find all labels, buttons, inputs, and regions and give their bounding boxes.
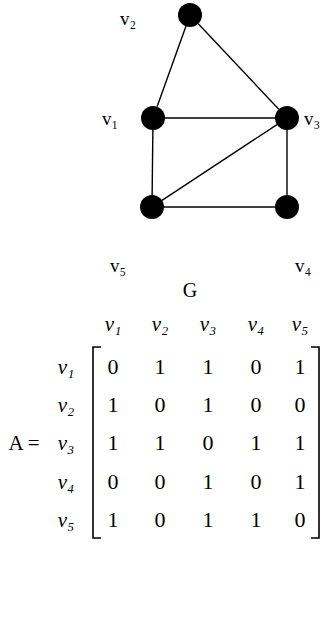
vertex-label: v₁ (102, 109, 118, 128)
graph-vertex: v₅ (140, 195, 164, 219)
matrix-cell: 0 (203, 432, 214, 454)
graph-vertex: v₂ (178, 3, 202, 27)
matrix-cell: 1 (251, 509, 262, 531)
matrix-name: A = (8, 433, 39, 454)
matrix-cell: 1 (155, 356, 166, 378)
graph-edge (162, 125, 277, 201)
matrix-cell: 0 (251, 356, 262, 378)
matrix-cell: 1 (295, 432, 306, 454)
matrix-cell: 0 (295, 509, 306, 531)
row-header: v₅ (58, 510, 75, 531)
graph-vertex: v₁ (141, 106, 165, 130)
matrix-cell: 1 (108, 432, 119, 454)
matrix-cell: 1 (251, 432, 262, 454)
graph-vertex: v₃ (275, 106, 299, 130)
matrix-cell: 1 (155, 432, 166, 454)
right-bracket (311, 347, 319, 538)
matrix-cell: 1 (108, 509, 119, 531)
matrix-cell: 1 (203, 471, 214, 493)
graph-edge (165, 117, 275, 118)
graph-edge (286, 130, 287, 195)
matrix-cell: 0 (251, 471, 262, 493)
matrix-cell: 0 (251, 394, 262, 416)
matrix-cell: 1 (203, 394, 214, 416)
graph-edge (151, 130, 153, 195)
matrix-cell: 0 (108, 356, 119, 378)
matrix-cell: 0 (155, 394, 166, 416)
column-header: v₅ (292, 314, 309, 335)
graph-edge (164, 206, 275, 207)
matrix-cell: 1 (108, 394, 119, 416)
column-header: v₄ (248, 314, 265, 335)
row-header: v₁ (58, 357, 75, 378)
matrix-cell: 1 (203, 509, 214, 531)
matrix-cell: 0 (295, 394, 306, 416)
vertex-label: v₂ (120, 9, 136, 28)
column-header: v₁ (105, 314, 122, 335)
left-bracket (93, 347, 101, 538)
row-header: v₃ (58, 433, 75, 454)
graph-name: G (183, 280, 197, 300)
vertex-label: v₃ (304, 109, 320, 128)
column-header: v₃ (200, 314, 217, 335)
matrix-cell: 0 (155, 509, 166, 531)
graph-edge (198, 24, 279, 110)
vertex-label: v₄ (295, 256, 311, 275)
matrix-cell: 0 (155, 471, 166, 493)
matrix-cell: 1 (203, 356, 214, 378)
graph-edge (157, 26, 186, 106)
row-header: v₂ (58, 395, 75, 416)
vertex-label: v₅ (110, 256, 126, 275)
row-header: v₄ (58, 472, 75, 493)
matrix-cell: 1 (295, 471, 306, 493)
matrix-cell: 1 (295, 356, 306, 378)
column-header: v₂ (152, 314, 169, 335)
matrix-cell: 0 (108, 471, 119, 493)
graph-vertex: v₄ (275, 195, 299, 219)
